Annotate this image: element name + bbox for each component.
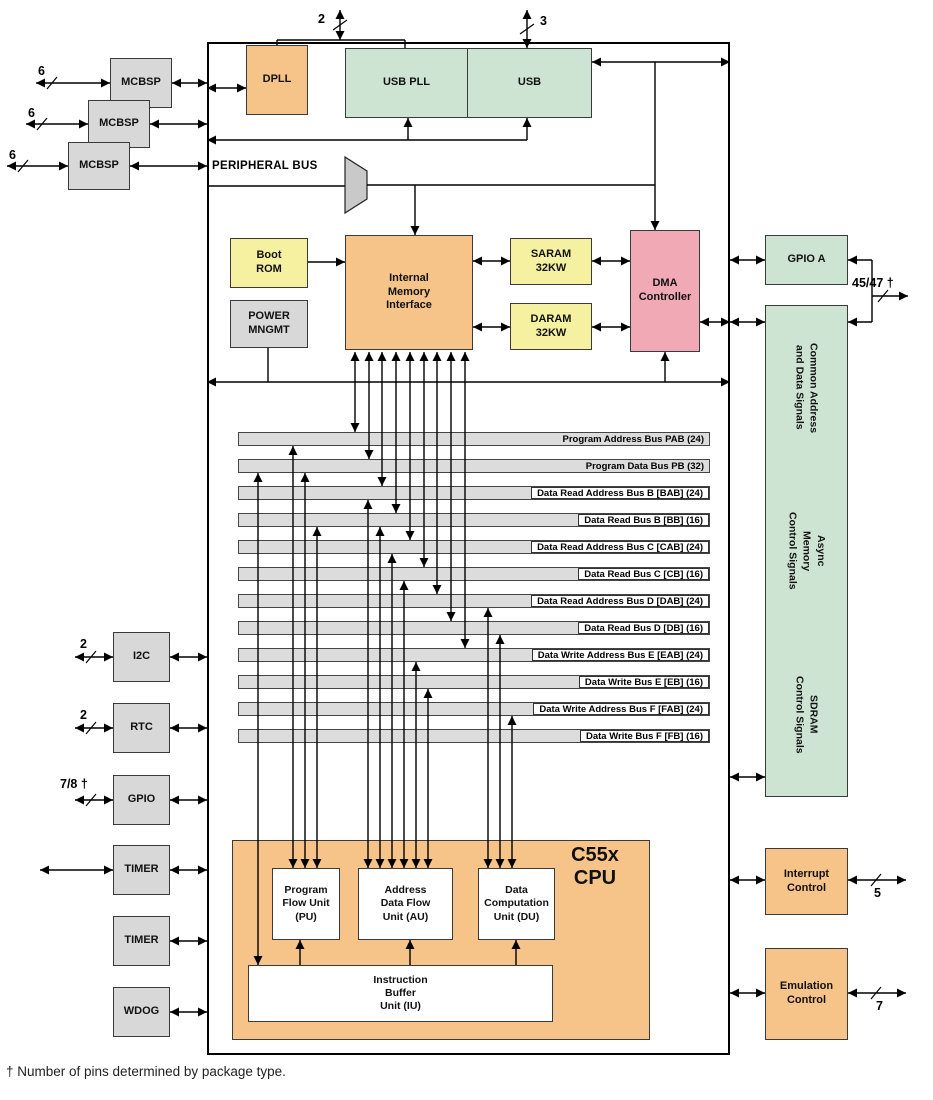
pin-count-i2c: 2 bbox=[80, 637, 87, 651]
rtc-block: RTC bbox=[113, 703, 170, 753]
bus-label: Data Write Address Bus E [EAB] (24) bbox=[531, 649, 709, 661]
async-memory-signals-section: Async Memory Control Signals bbox=[766, 469, 847, 632]
gpio-block: GPIO bbox=[113, 775, 170, 825]
bus-bar-fb: Data Write Bus F [FB] (16) bbox=[238, 729, 710, 743]
bus-label: Program Data Bus PB (32) bbox=[585, 460, 704, 472]
left-peripheral-arrows bbox=[170, 652, 207, 1017]
pin-count-mcbsp1: 6 bbox=[38, 64, 45, 78]
bus-label: Data Read Address Bus C [CAB] (24) bbox=[531, 541, 709, 553]
bus-bar-bab: Data Read Address Bus B [BAB] (24) bbox=[238, 486, 710, 500]
pin-count-gpio: 7/8 † bbox=[60, 777, 88, 791]
sdram-signals-section: SDRAM Control Signals bbox=[766, 633, 847, 796]
usb-block: USB bbox=[467, 48, 592, 118]
bus-bar-eab: Data Write Address Bus E [EAB] (24) bbox=[238, 648, 710, 662]
bus-bar-pab: Program Address Bus PAB (24) bbox=[238, 432, 710, 446]
bus-label: Data Write Bus F [FB] (16) bbox=[579, 730, 709, 742]
pin-count-gpio-a: 45/47 † bbox=[852, 276, 894, 290]
bus-bar-dab: Data Read Address Bus D [DAB] (24) bbox=[238, 594, 710, 608]
boot-rom-block: Boot ROM bbox=[230, 238, 308, 288]
instruction-buffer-unit-block: Instruction Buffer Unit (IU) bbox=[248, 965, 553, 1022]
peripheral-bus-label: PERIPHERAL BUS bbox=[212, 160, 318, 172]
bus-bar-fab: Data Write Address Bus F [FAB] (24) bbox=[238, 702, 710, 716]
common-address-signals-section: Common Address and Data Signals bbox=[766, 306, 847, 469]
interrupt-control-block: Interrupt Control bbox=[765, 848, 848, 915]
bus-label: Program Address Bus PAB (24) bbox=[562, 433, 704, 445]
c55x-cpu-label: C55x CPU bbox=[571, 844, 619, 889]
pin-count-usb: 3 bbox=[540, 14, 547, 28]
bus-label: Data Read Bus C [CB] (16) bbox=[578, 568, 709, 580]
pin-count-emulation: 7 bbox=[876, 999, 883, 1013]
bus-label: Data Write Bus E [EB] (16) bbox=[578, 676, 709, 688]
bus-label: Data Read Address Bus B [BAB] (24) bbox=[531, 487, 709, 499]
common-address-signals-label: Common Address and Data Signals bbox=[793, 342, 820, 433]
pin-count-rtc: 2 bbox=[80, 708, 87, 722]
data-computation-unit-block: Data Computation Unit (DU) bbox=[478, 868, 555, 940]
pin-count-interrupt: 5 bbox=[874, 886, 881, 900]
footnote: † Number of pins determined by package t… bbox=[6, 1064, 286, 1079]
wdog-block: WDOG bbox=[113, 987, 170, 1037]
dpll-block: DPLL bbox=[246, 45, 308, 115]
power-mngmt-block: POWER MNGMT bbox=[230, 300, 308, 348]
program-flow-unit-block: Program Flow Unit (PU) bbox=[272, 868, 340, 940]
bus-label: Data Read Bus D [DB] (16) bbox=[578, 622, 709, 634]
gpio-a-block: GPIO A bbox=[765, 235, 848, 285]
i2c-block: I2C bbox=[113, 632, 170, 682]
async-memory-signals-label: Async Memory Control Signals bbox=[786, 512, 827, 590]
bus-label: Data Read Address Bus D [DAB] (24) bbox=[531, 595, 709, 607]
bus-bar-eb: Data Write Bus E [EB] (16) bbox=[238, 675, 710, 689]
sdram-signals-label: SDRAM Control Signals bbox=[793, 675, 820, 754]
timer-block-1: TIMER bbox=[113, 845, 170, 895]
bus-bar-cb: Data Read Bus C [CB] (16) bbox=[238, 567, 710, 581]
emulation-control-block: Emulation Control bbox=[765, 948, 848, 1040]
chip-boundary-box bbox=[207, 42, 730, 1055]
bus-label: Data Read Bus B [BB] (16) bbox=[578, 514, 709, 526]
bus-bar-db: Data Read Bus D [DB] (16) bbox=[238, 621, 710, 635]
pin-count-mcbsp3: 6 bbox=[9, 148, 16, 162]
gpioa-pin-arrows bbox=[848, 255, 908, 327]
saram-block: SARAM 32KW bbox=[510, 238, 592, 285]
mcbsp-block-3: MCBSP bbox=[68, 142, 130, 190]
internal-memory-interface-block: Internal Memory Interface bbox=[345, 235, 473, 350]
daram-block: DARAM 32KW bbox=[510, 303, 592, 350]
usb-pll-block: USB PLL bbox=[345, 48, 468, 118]
address-data-flow-unit-block: Address Data Flow Unit (AU) bbox=[358, 868, 453, 940]
dma-controller-block: DMA Controller bbox=[630, 230, 700, 352]
left-pin-arrows bbox=[40, 650, 113, 875]
pin-count-dpll: 2 bbox=[318, 12, 325, 26]
mcbsp-block-2: MCBSP bbox=[88, 100, 150, 148]
bus-bar-bb: Data Read Bus B [BB] (16) bbox=[238, 513, 710, 527]
pin-count-mcbsp2: 6 bbox=[28, 106, 35, 120]
signal-panel: Common Address and Data Signals Async Me… bbox=[765, 305, 848, 797]
bus-bar-pb: Program Data Bus PB (32) bbox=[238, 459, 710, 473]
bus-bar-cab: Data Read Address Bus C [CAB] (24) bbox=[238, 540, 710, 554]
timer-block-2: TIMER bbox=[113, 916, 170, 966]
bus-label: Data Write Address Bus F [FAB] (24) bbox=[533, 703, 709, 715]
